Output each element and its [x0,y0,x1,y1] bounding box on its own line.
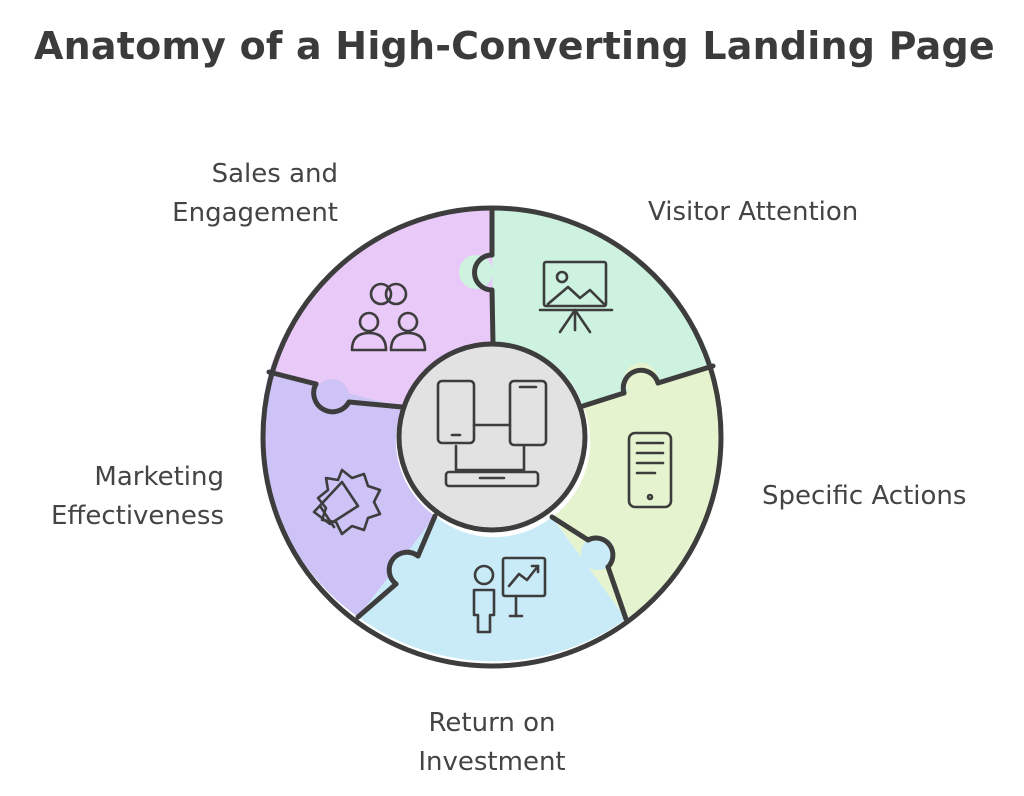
label-sales-and-engagement: Sales and Engagement [120,155,338,233]
label-specific-actions: Specific Actions [762,477,966,516]
label-marketing-effectiveness: Marketing Effectiveness [4,458,224,536]
puzzle-tab-bottom-left [389,553,423,587]
label-line: Return on [428,708,556,738]
label-line: Investment [418,747,566,777]
page-title: Anatomy of a High-Converting Landing Pag… [34,24,995,68]
label-visitor-attention: Visitor Attention [648,193,858,232]
segment-return-on-investment [358,516,626,662]
label-return-on-investment: Return on Investment [392,704,592,782]
presentation-easel-icon [538,260,614,334]
devices-icon [436,379,548,488]
smartphone-icon [627,431,673,509]
label-line: Specific Actions [762,481,967,511]
segment-visitor-attention [492,209,713,406]
segment-marketing-effectiveness [261,372,435,617]
divider-lines [266,207,716,622]
label-line: Sales and [211,159,338,189]
label-line: Effectiveness [51,501,224,531]
label-line: Marketing [94,462,224,492]
segment-sales-and-engagement [269,209,493,407]
presenter-chart-icon [472,556,547,634]
people-connection-icon [350,282,427,352]
puzzle-tab-left [315,379,349,413]
label-line: Engagement [172,198,338,228]
megaphone-icon [312,468,382,536]
label-line: Visitor Attention [648,197,859,227]
